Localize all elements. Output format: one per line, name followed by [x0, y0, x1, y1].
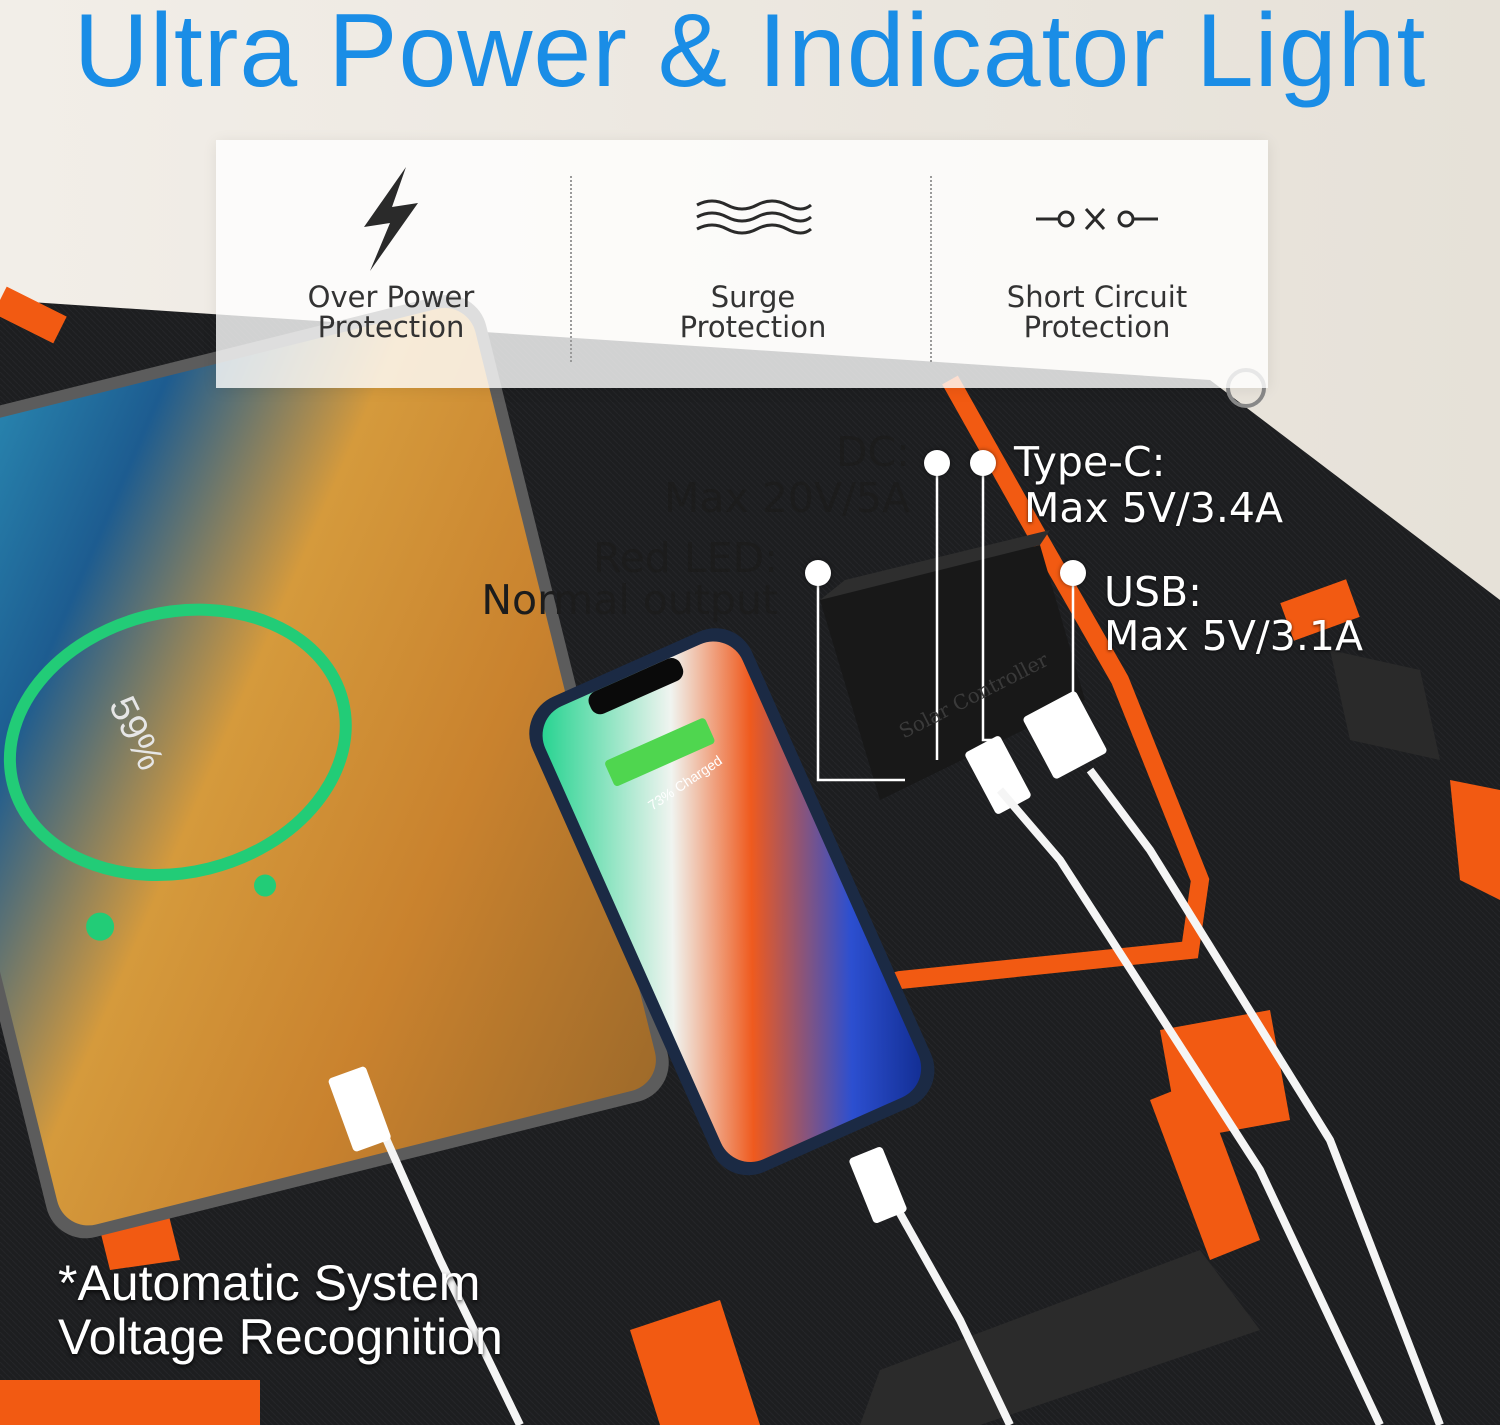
led-marker	[805, 560, 831, 586]
lightning-bolt-icon	[216, 164, 566, 274]
typec-port-label: Type-C:	[1014, 438, 1166, 486]
feature-label-line1: Short Circuit	[1006, 280, 1188, 314]
short-circuit-icon	[922, 164, 1272, 274]
usb-port-marker	[1060, 560, 1086, 586]
protection-features-panel: Over Power Protection Surge Protection	[216, 140, 1268, 388]
led-value: Normal output	[481, 576, 778, 624]
page-title: Ultra Power & Indicator Light	[73, 0, 1427, 109]
solar-controller	[820, 530, 1107, 814]
footnote-line1: *Automatic System	[58, 1255, 481, 1311]
cable-usb	[1086, 767, 1444, 1425]
surge-waves-icon	[578, 164, 928, 274]
dc-port-marker	[924, 450, 950, 476]
feature-label-line1: Surge	[710, 280, 796, 314]
feature-label-line2: Protection	[679, 310, 827, 344]
feature-surge: Surge Protection	[578, 140, 928, 388]
feature-label-line2: Protection	[1023, 310, 1171, 344]
cable-typec	[996, 787, 1384, 1425]
dc-port-label: DC:	[835, 428, 910, 476]
charging-ring	[3, 603, 352, 882]
footnote-line2: Voltage Recognition	[58, 1309, 503, 1365]
footnote: *Automatic System Voltage Recognition	[58, 1256, 503, 1364]
usb-port-value: Max 5V/3.1A	[1104, 612, 1363, 660]
feature-label-line2: Protection	[317, 310, 465, 344]
feature-short-circuit: Short Circuit Protection	[922, 140, 1272, 388]
typec-port-value: Max 5V/3.4A	[1024, 484, 1283, 532]
feature-divider	[930, 176, 932, 362]
tablet	[0, 295, 669, 1239]
feature-divider	[570, 176, 572, 362]
feature-over-power: Over Power Protection	[216, 140, 566, 388]
typec-port-marker	[970, 450, 996, 476]
dc-port-value: Max 20V/5A	[664, 474, 910, 522]
smartphone	[529, 628, 935, 1176]
usb-port-label: USB:	[1104, 568, 1202, 616]
carry-handle	[860, 1250, 1260, 1425]
led-label: Red LED:	[592, 534, 778, 582]
feature-label-line1: Over Power	[307, 280, 475, 314]
